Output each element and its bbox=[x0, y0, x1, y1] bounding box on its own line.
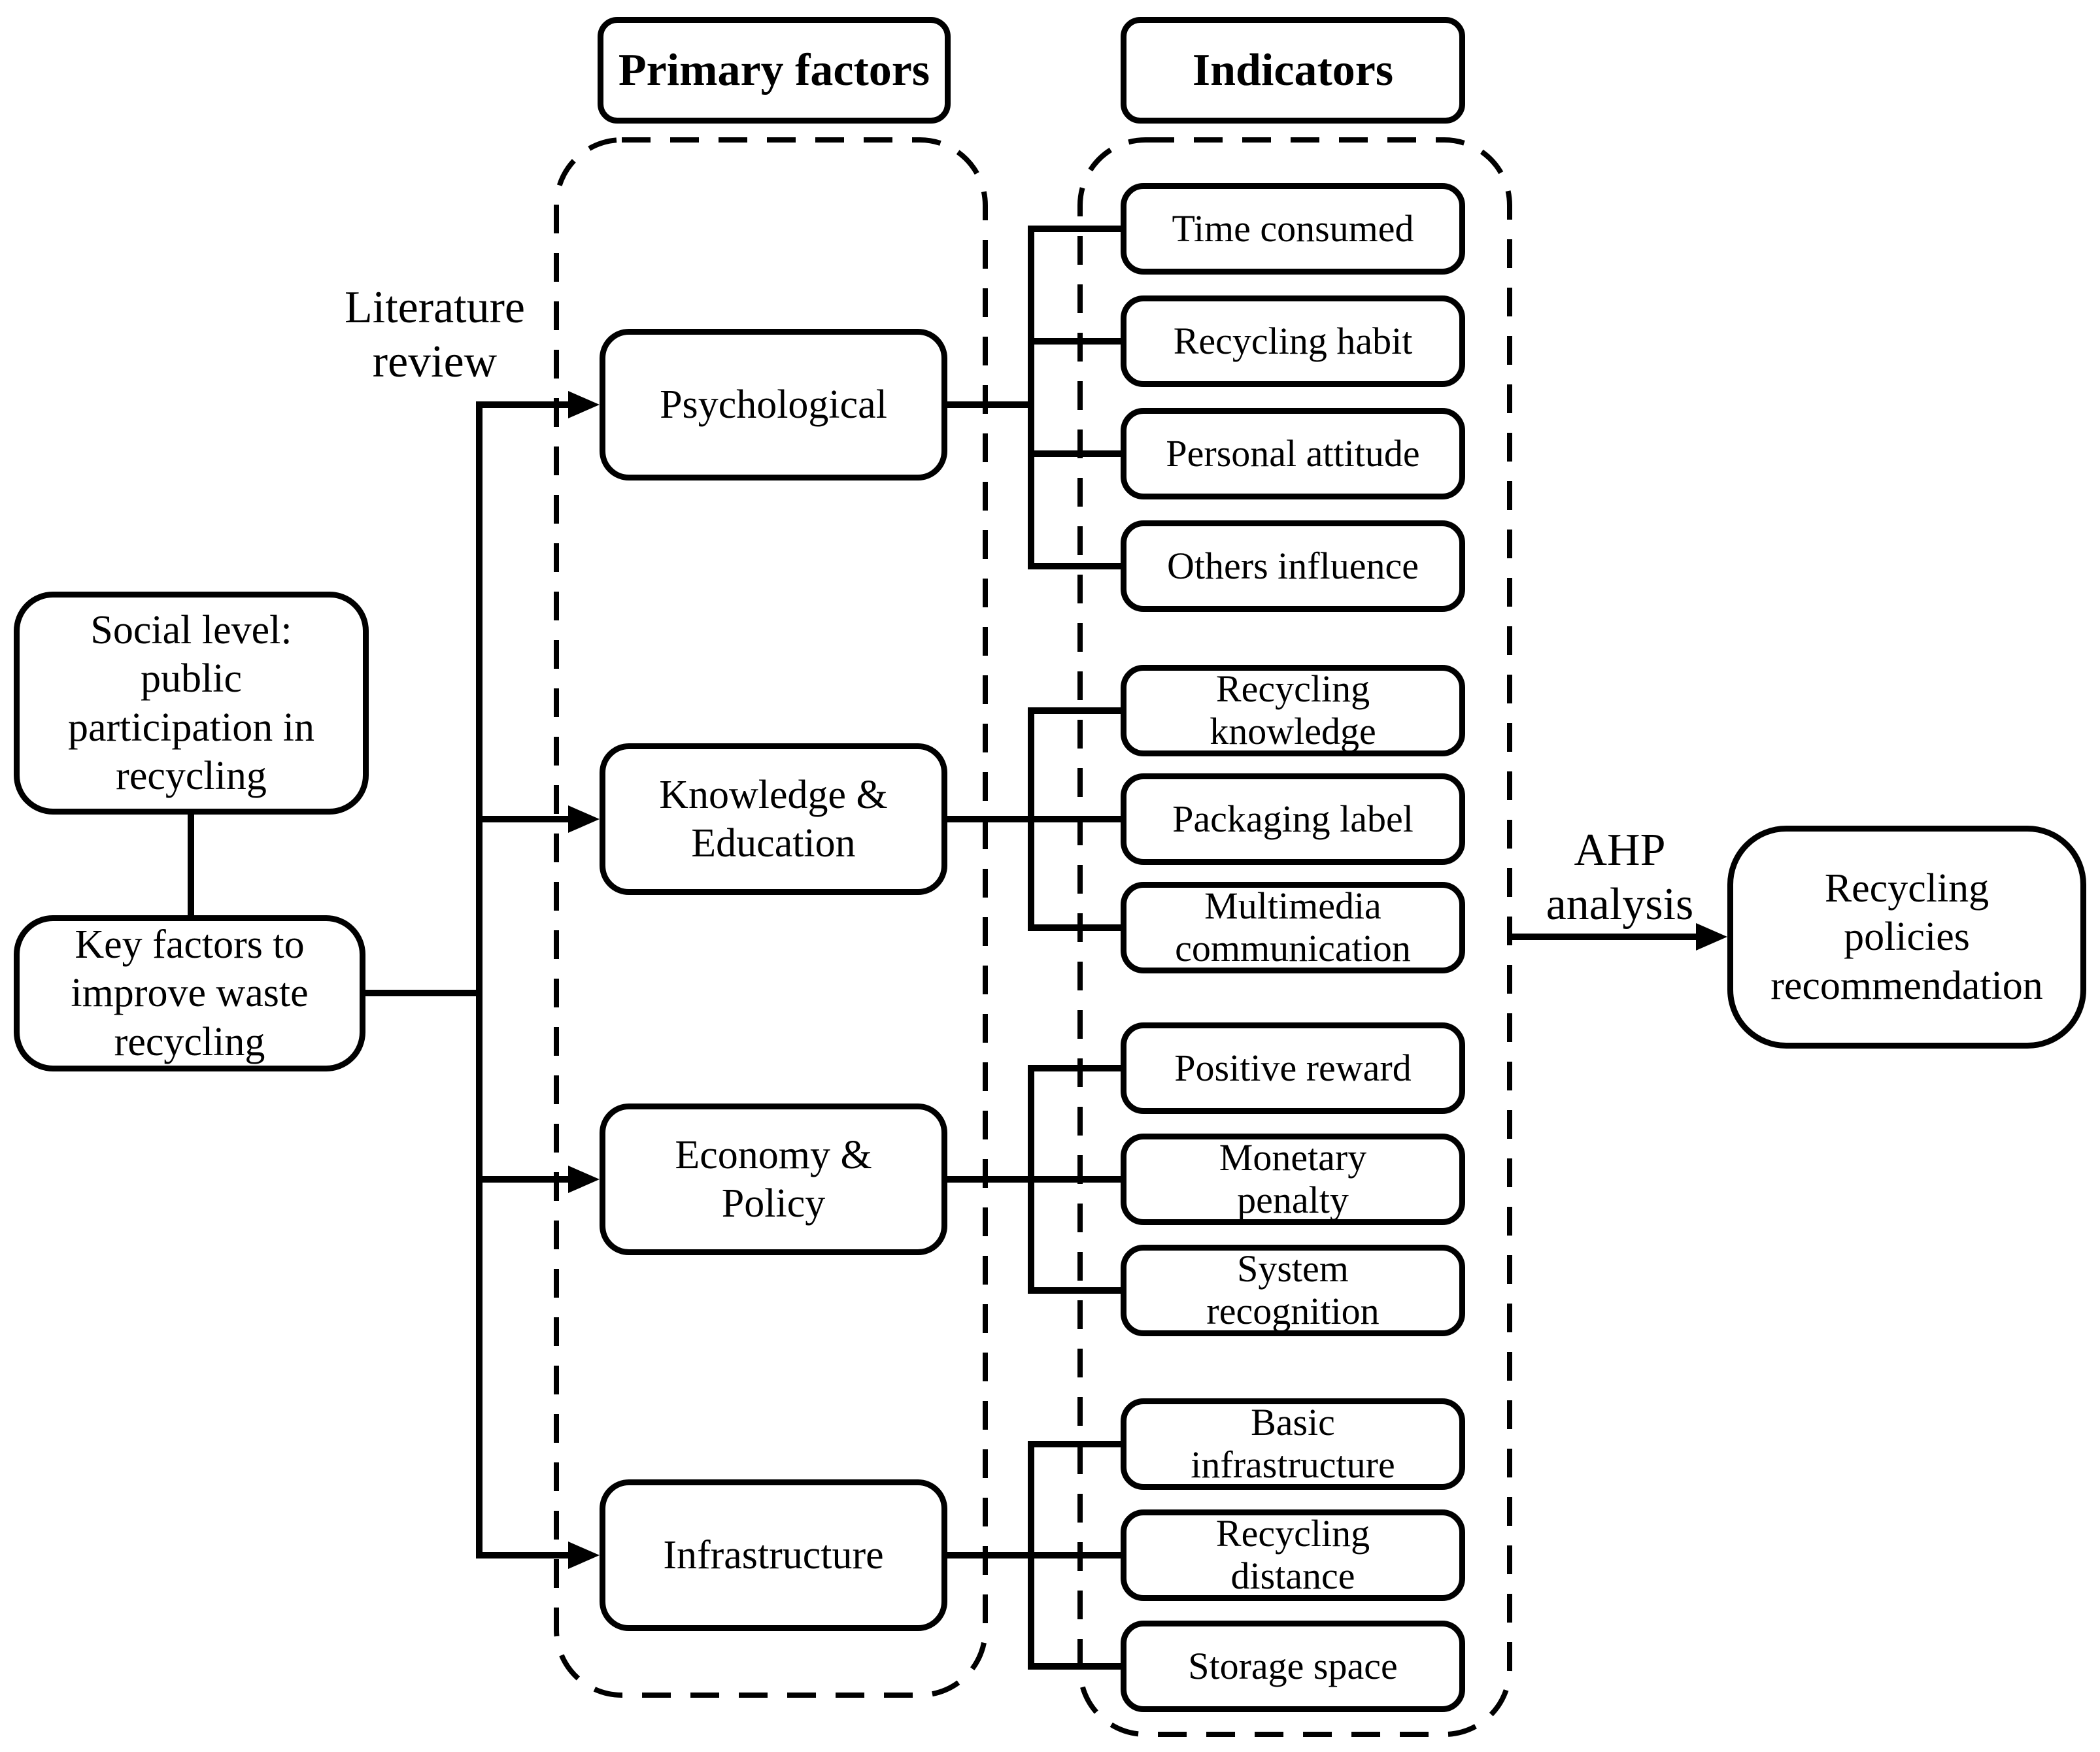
header-primary-factors: Primary factors bbox=[598, 17, 951, 124]
primary-factors-group-outline bbox=[554, 137, 988, 1698]
arrowhead-infrastructure bbox=[568, 1541, 600, 1569]
label-literature-review: Literature review bbox=[345, 282, 525, 387]
node-key-factors: Key factors to improve waste recycling bbox=[14, 915, 365, 1071]
arrowhead-economy-policy bbox=[568, 1166, 600, 1193]
node-basic-infrastructure: Basic infrastructure bbox=[1121, 1398, 1465, 1490]
node-packaging-label: Packaging label bbox=[1121, 773, 1465, 865]
header-indicators: Indicators bbox=[1121, 17, 1465, 124]
node-system-recognition: System recognition bbox=[1121, 1245, 1465, 1336]
arrowhead-psychological bbox=[568, 391, 600, 418]
node-psychological: Psychological bbox=[600, 329, 947, 480]
node-recycling-habit: Recycling habit bbox=[1121, 295, 1465, 387]
node-recycling-knowledge: Recycling knowledge bbox=[1121, 665, 1465, 756]
arrowhead-ahp bbox=[1696, 923, 1727, 951]
node-time-consumed: Time consumed bbox=[1121, 183, 1465, 275]
node-monetary-penalty: Monetary penalty bbox=[1121, 1134, 1465, 1225]
node-personal-attitude: Personal attitude bbox=[1121, 408, 1465, 499]
node-economy-policy: Economy & Policy bbox=[600, 1103, 947, 1255]
arrowhead-knowledge-education bbox=[568, 805, 600, 833]
node-knowledge-education: Knowledge & Education bbox=[600, 743, 947, 895]
node-multimedia-communication: Multimedia communication bbox=[1121, 882, 1465, 973]
label-ahp-analysis: AHP analysis bbox=[1546, 825, 1694, 930]
node-recycling-distance: Recycling distance bbox=[1121, 1509, 1465, 1601]
node-positive-reward: Positive reward bbox=[1121, 1022, 1465, 1114]
node-others-influence: Others influence bbox=[1121, 520, 1465, 612]
node-infrastructure: Infrastructure bbox=[600, 1479, 947, 1631]
node-storage-space: Storage space bbox=[1121, 1621, 1465, 1712]
node-recycling-policies-recommendation: Recycling policies recommendation bbox=[1727, 826, 2086, 1049]
node-social-level: Social level: public participation in re… bbox=[14, 592, 369, 815]
